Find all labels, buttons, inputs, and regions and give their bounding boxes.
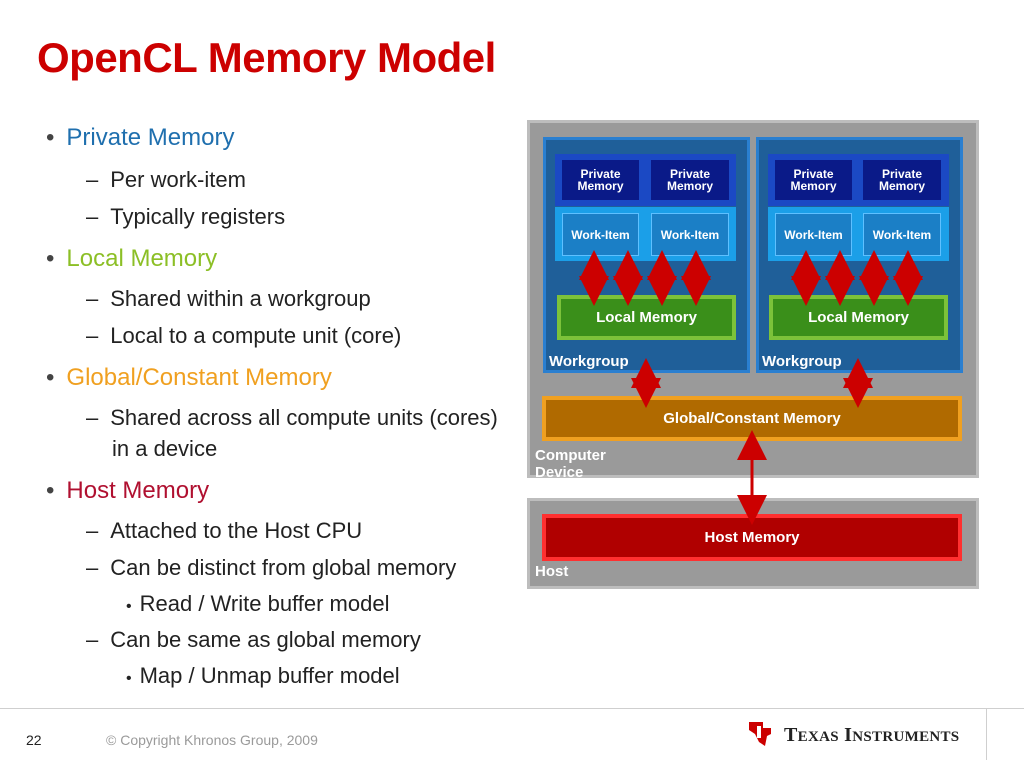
sub-bullet-continuation: in a device — [112, 436, 218, 461]
host-label: Host — [535, 563, 569, 580]
bullet-host-memory: • Host Memory — [46, 477, 209, 505]
bullet-dot: • — [46, 245, 55, 272]
sub-sub-bullet-label: Map / Unmap buffer model — [139, 663, 400, 688]
sub-bullet-label: Shared within a workgroup — [110, 286, 371, 311]
private-memory-cell: Private Memory — [562, 160, 639, 200]
page-number: 22 — [26, 732, 42, 748]
private-memory-cell: Private Memory — [775, 160, 852, 200]
sub-bullet-label: Typically registers — [110, 204, 286, 229]
bullet-private-memory: • Private Memory — [46, 124, 234, 152]
sub-bullet-label: Attached to the Host CPU — [110, 518, 363, 543]
work-item-cell: Work-Item — [775, 213, 852, 256]
work-item-cell: Work-Item — [562, 213, 639, 256]
sub-bullet-label: Can be distinct from global memory — [110, 555, 457, 580]
bullet-dot: • — [46, 124, 55, 151]
local-memory-box: Local Memory — [769, 295, 948, 340]
sub-bullet: –Shared within a workgroup — [86, 286, 371, 311]
bullet-label: Host Memory — [66, 477, 210, 504]
sub-bullet: –Local to a compute unit (core) — [86, 323, 402, 348]
private-memory-cell: Private Memory — [863, 160, 941, 200]
computer-device-label: Computer Device — [535, 447, 606, 481]
workgroup-label: Workgroup — [762, 353, 842, 370]
private-memory-cell: Private Memory — [651, 160, 729, 200]
texas-instruments-logo-icon — [749, 722, 771, 746]
sub-bullet-label: Can be same as global memory — [110, 627, 421, 652]
sub-bullet: –Per work-item — [86, 167, 246, 192]
sub-bullet: –Can be distinct from global memory — [86, 555, 457, 580]
sub-bullet-label: Per work-item — [110, 167, 246, 192]
sub-bullet: –Attached to the Host CPU — [86, 518, 363, 543]
bullet-global-memory: • Global/Constant Memory — [46, 364, 332, 392]
global-constant-memory-box: Global/Constant Memory — [542, 396, 962, 441]
sub-sub-bullet: •Read / Write buffer model — [126, 591, 390, 616]
bullet-label: Global/Constant Memory — [66, 364, 332, 391]
work-item-cell: Work-Item — [863, 213, 941, 256]
copyright-text: © Copyright Khronos Group, 2009 — [106, 732, 318, 748]
workgroup-label: Workgroup — [549, 353, 629, 370]
sub-sub-bullet-label: Read / Write buffer model — [139, 591, 390, 616]
page-title: OpenCL Memory Model — [37, 34, 496, 81]
bullet-dot: • — [46, 364, 55, 391]
bullet-local-memory: • Local Memory — [46, 245, 217, 273]
footer-divider-vertical — [986, 708, 987, 760]
sub-bullet-label: Local to a compute unit (core) — [110, 323, 402, 348]
bullet-label: Private Memory — [66, 124, 235, 151]
bullet-label: Local Memory — [66, 245, 218, 272]
texas-instruments-logo-text: TEXAS INSTRUMENTS — [784, 724, 960, 746]
sub-bullet-label: Shared across all compute units (cores) — [110, 405, 498, 430]
bullet-dot: • — [46, 477, 55, 504]
sub-bullet: –Can be same as global memory — [86, 627, 421, 652]
footer-divider — [0, 708, 1024, 709]
sub-bullet: –Shared across all compute units (cores) — [86, 405, 498, 430]
sub-sub-bullet: •Map / Unmap buffer model — [126, 663, 400, 688]
sub-bullet: –Typically registers — [86, 204, 286, 229]
